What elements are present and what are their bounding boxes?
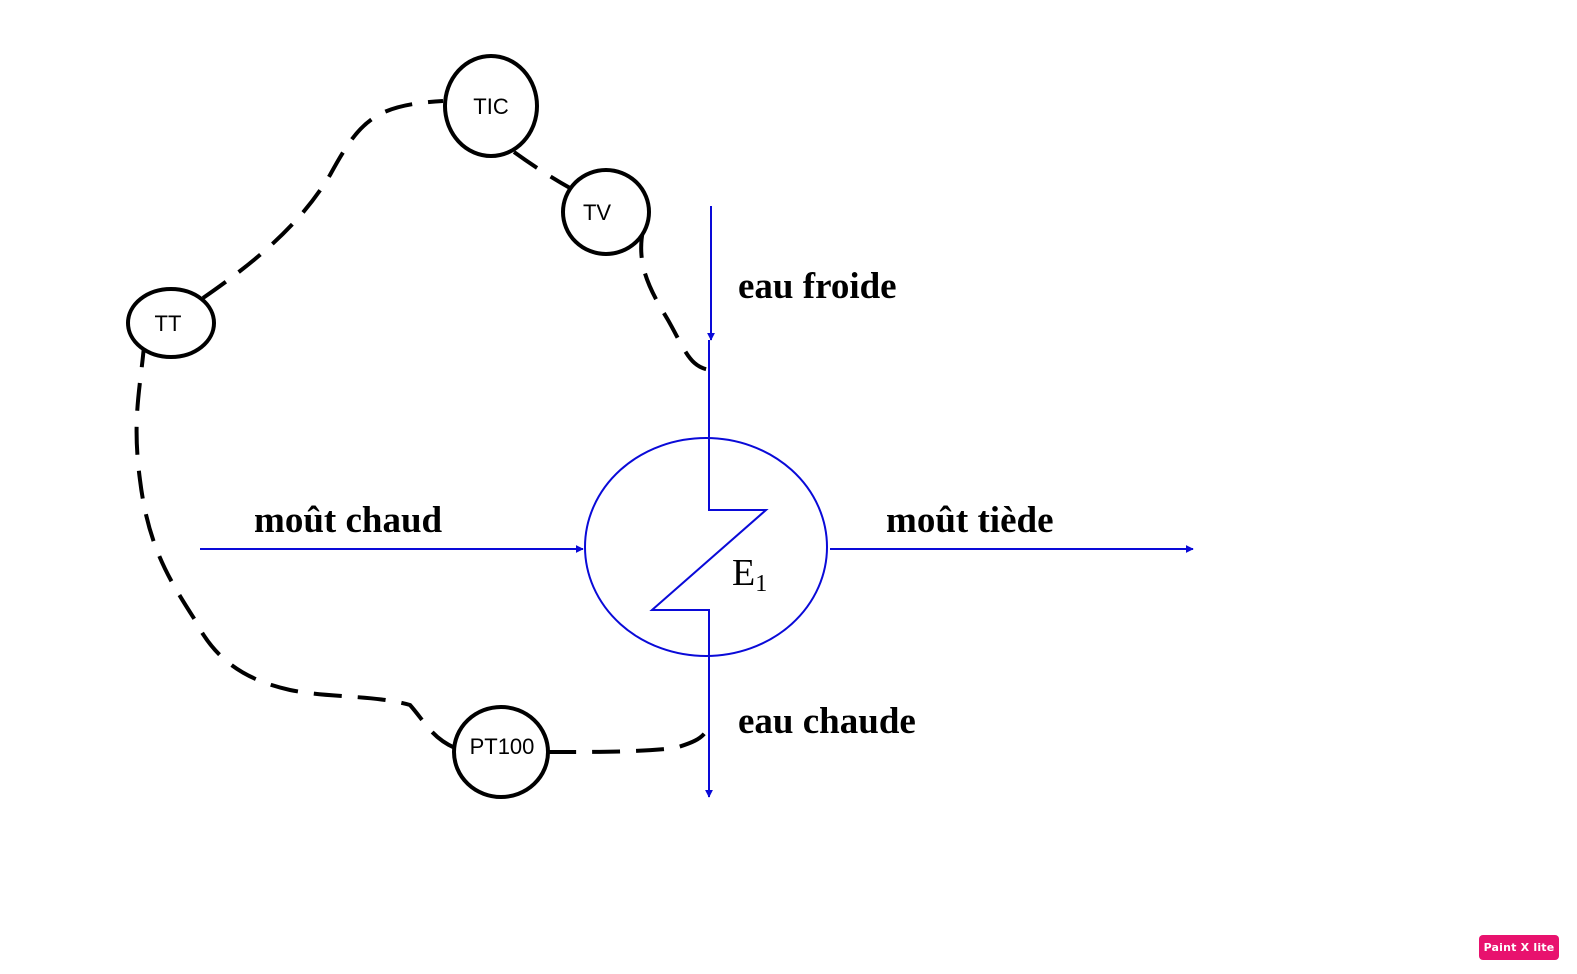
hot-water-label: eau chaude [738, 701, 916, 742]
warm-wort-label: moût tiède [886, 500, 1054, 541]
pt100-bubble [452, 705, 550, 799]
exchanger-letter: E [732, 552, 755, 594]
signal-pt100-to-tt [134, 345, 456, 750]
process-lines [200, 206, 1194, 798]
signal-tic-to-tv [512, 150, 571, 190]
instrument-tv: TV [561, 168, 651, 256]
heat-exchanger-shell [584, 437, 828, 657]
cold-water-label: eau froide [738, 266, 897, 307]
signal-pt100-to-outlet [547, 727, 710, 754]
tt-label: TT [155, 311, 182, 336]
signal-tt-to-tic [201, 99, 444, 300]
exchanger-coil [649, 438, 769, 655]
tv-bubble [561, 168, 651, 256]
hot-wort-label: moût chaud [254, 500, 443, 541]
paint-x-lite-watermark: Paint X lite [1479, 935, 1559, 960]
tic-bubble [443, 54, 539, 158]
exchanger-index: 1 [755, 571, 767, 597]
instrument-pt100: PT100 [452, 705, 550, 799]
tv-label: TV [583, 200, 611, 225]
tt-bubble [126, 287, 216, 359]
exchanger-tag: E1 [732, 552, 767, 597]
tic-label: TIC [473, 94, 509, 119]
signal-lines [134, 99, 712, 754]
signal-tv-to-valve [639, 229, 712, 372]
instrument-tt: TT [126, 287, 216, 359]
pt100-label: PT100 [470, 734, 535, 759]
instrument-tic: TIC [443, 54, 539, 158]
